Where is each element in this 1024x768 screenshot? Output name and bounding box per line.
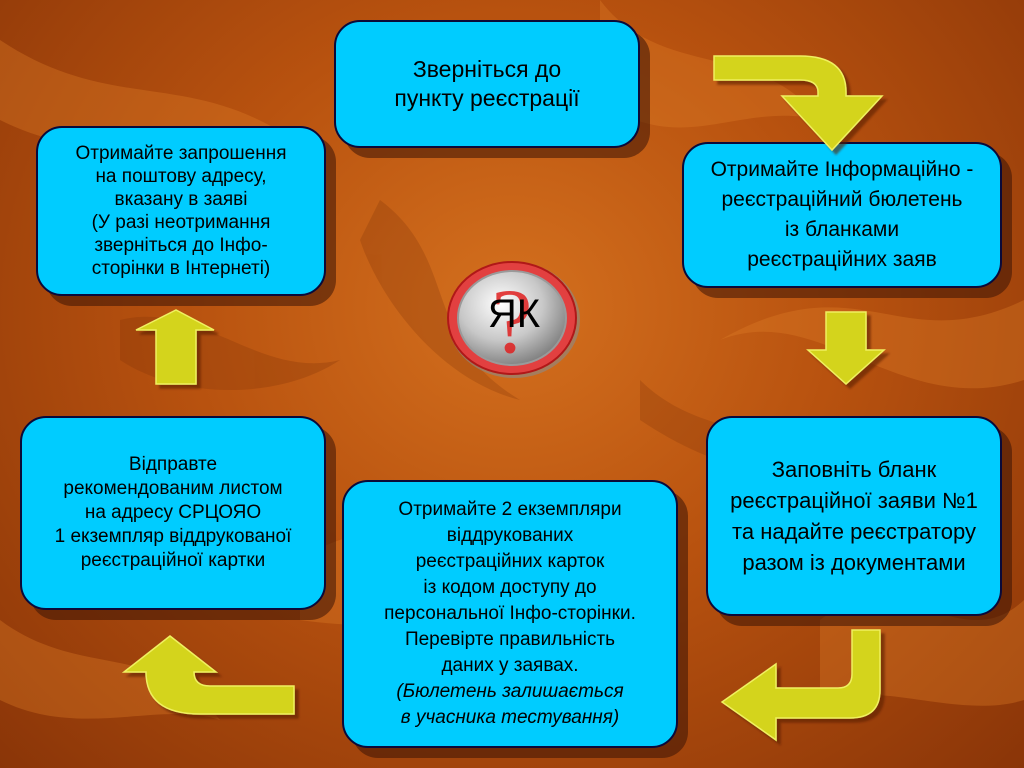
arrow-down-right	[806, 311, 886, 386]
question-mark: ?	[492, 270, 533, 372]
arrow-curved-bottom-left	[121, 635, 295, 715]
center-label: ЯК	[487, 292, 541, 336]
step-get-invitation-text: Отримайте запрошення на поштову адресу, …	[75, 143, 287, 279]
arrow-up-left	[135, 309, 215, 385]
step-fill-form: Заповніть бланк реєстраційної заяви №1 т…	[706, 416, 1002, 616]
step-register-point-text: Зверніться до пункту реєстрації	[394, 56, 580, 111]
step-get-cards: Отримайте 2 екземпляри віддрукованих реє…	[342, 480, 678, 748]
step-register-point: Зверніться до пункту реєстрації	[334, 20, 640, 148]
step-fill-form-text: Заповніть бланк реєстраційної заяви №1 т…	[730, 457, 978, 575]
step-get-cards-text: Отримайте 2 екземпляри віддрукованих реє…	[384, 499, 636, 676]
step-get-cards-content: Отримайте 2 екземпляри віддрукованих реє…	[384, 471, 636, 757]
arrow-curved-top-right	[713, 55, 884, 152]
arrow-curved-bottom-right	[720, 629, 881, 742]
step-get-bulletin: Отримайте Інформаційно - реєстраційний б…	[682, 142, 1002, 288]
step-get-invitation: Отримайте запрошення на поштову адресу, …	[36, 126, 326, 296]
step-get-cards-note: (Бюлетень залишається в учасника тестува…	[396, 681, 624, 728]
question-badge-icon: ?	[447, 261, 580, 378]
step-send-letter: Відправте рекомендованим листом на адрес…	[20, 416, 326, 610]
step-get-bulletin-text: Отримайте Інформаційно - реєстраційний б…	[710, 158, 974, 271]
step-send-letter-text: Відправте рекомендованим листом на адрес…	[54, 454, 292, 571]
